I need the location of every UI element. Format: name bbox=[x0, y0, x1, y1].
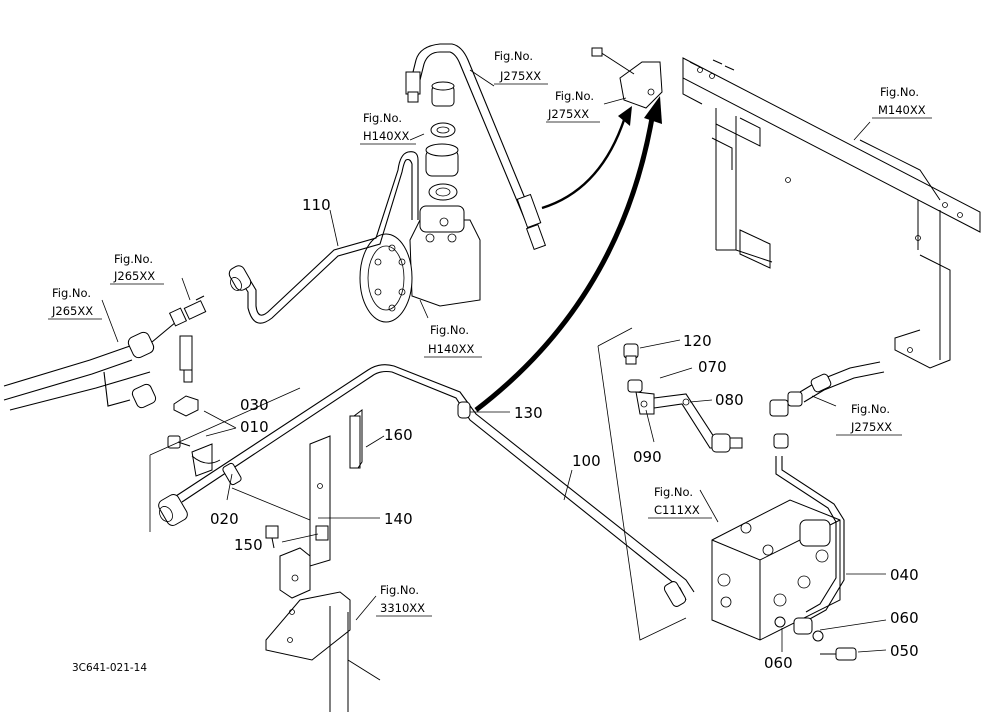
part-050: 050 bbox=[890, 642, 919, 660]
ref-3310: Fig.No. 3310XX bbox=[376, 583, 432, 617]
pipe-110-drawing bbox=[228, 151, 419, 324]
svg-text:Fig.No.: Fig.No. bbox=[114, 252, 153, 266]
leader-lines bbox=[101, 69, 887, 653]
svg-text:Fig.No.: Fig.No. bbox=[380, 583, 419, 597]
ref-h140-top: Fig.No. H140XX bbox=[360, 111, 416, 145]
svg-text:Fig.No.: Fig.No. bbox=[851, 402, 890, 416]
part-140: 140 bbox=[384, 510, 413, 528]
svg-text:Fig.No.: Fig.No. bbox=[363, 111, 402, 125]
ref-j275-top: Fig.No. J275XX bbox=[494, 49, 548, 85]
svg-text:M140XX: M140XX bbox=[878, 103, 926, 117]
ref-j275-right: Fig.No. J275XX bbox=[836, 402, 902, 436]
svg-text:Fig.No.: Fig.No. bbox=[555, 89, 594, 103]
clamp-bracket-drawing bbox=[167, 409, 363, 599]
pipe-100-drawing bbox=[158, 364, 695, 607]
svg-text:J265XX: J265XX bbox=[113, 269, 155, 283]
frame-drawing bbox=[682, 57, 981, 369]
part-090: 090 bbox=[633, 448, 662, 466]
ref-m140: Fig.No. M140XX bbox=[872, 85, 932, 119]
svg-text:C111XX: C111XX bbox=[654, 503, 700, 517]
part-numbers: 110 120 070 080 090 130 100 030 010 160 … bbox=[210, 196, 919, 672]
ref-j265-inner: Fig.No. J265XX bbox=[110, 252, 164, 285]
ref-j265-outer: Fig.No. J265XX bbox=[48, 286, 102, 320]
return-pipe-top bbox=[405, 43, 547, 251]
part-070: 070 bbox=[698, 358, 727, 376]
part-060-bottom: 060 bbox=[764, 654, 793, 672]
ref-c111: Fig.No. C111XX bbox=[648, 485, 712, 519]
svg-text:J275XX: J275XX bbox=[850, 420, 892, 434]
ref-h140-bottom: Fig.No. H140XX bbox=[424, 323, 482, 358]
part-040: 040 bbox=[890, 566, 919, 584]
part-130: 130 bbox=[514, 404, 543, 422]
svg-text:Fig.No.: Fig.No. bbox=[880, 85, 919, 99]
part-020: 020 bbox=[210, 510, 239, 528]
control-valve-drawing bbox=[711, 361, 885, 661]
fittings-drawing bbox=[623, 343, 743, 453]
part-150: 150 bbox=[234, 536, 263, 554]
diagram-code: 3C641-021-14 bbox=[72, 662, 147, 674]
part-120: 120 bbox=[683, 332, 712, 350]
svg-text:J275XX: J275XX bbox=[499, 69, 541, 83]
svg-text:J275XX: J275XX bbox=[547, 107, 589, 121]
bracket-drawing bbox=[591, 47, 663, 109]
part-030: 030 bbox=[240, 396, 269, 414]
svg-text:Fig.No.: Fig.No. bbox=[430, 323, 469, 337]
callout-frames bbox=[149, 327, 687, 641]
support-bracket-drawing bbox=[265, 591, 381, 712]
steering-unit-drawing bbox=[359, 81, 481, 323]
svg-text:Fig.No.: Fig.No. bbox=[52, 286, 91, 300]
svg-text:Fig.No.: Fig.No. bbox=[654, 485, 693, 499]
part-160: 160 bbox=[384, 426, 413, 444]
left-hoses-drawing bbox=[3, 295, 207, 417]
svg-text:H140XX: H140XX bbox=[363, 129, 409, 143]
svg-text:J265XX: J265XX bbox=[51, 304, 93, 318]
svg-text:3310XX: 3310XX bbox=[380, 601, 425, 615]
part-100: 100 bbox=[572, 452, 601, 470]
svg-text:Fig.No.: Fig.No. bbox=[494, 49, 533, 63]
svg-text:H140XX: H140XX bbox=[428, 342, 474, 356]
ref-j275-mid: Fig.No. J275XX bbox=[546, 89, 600, 123]
part-010: 010 bbox=[240, 418, 269, 436]
figure-references: Fig.No. J275XX Fig.No. J275XX Fig.No. M1… bbox=[48, 49, 932, 617]
part-110: 110 bbox=[302, 196, 331, 214]
part-080: 080 bbox=[715, 391, 744, 409]
part-060-right: 060 bbox=[890, 609, 919, 627]
reference-arrows bbox=[474, 96, 662, 412]
